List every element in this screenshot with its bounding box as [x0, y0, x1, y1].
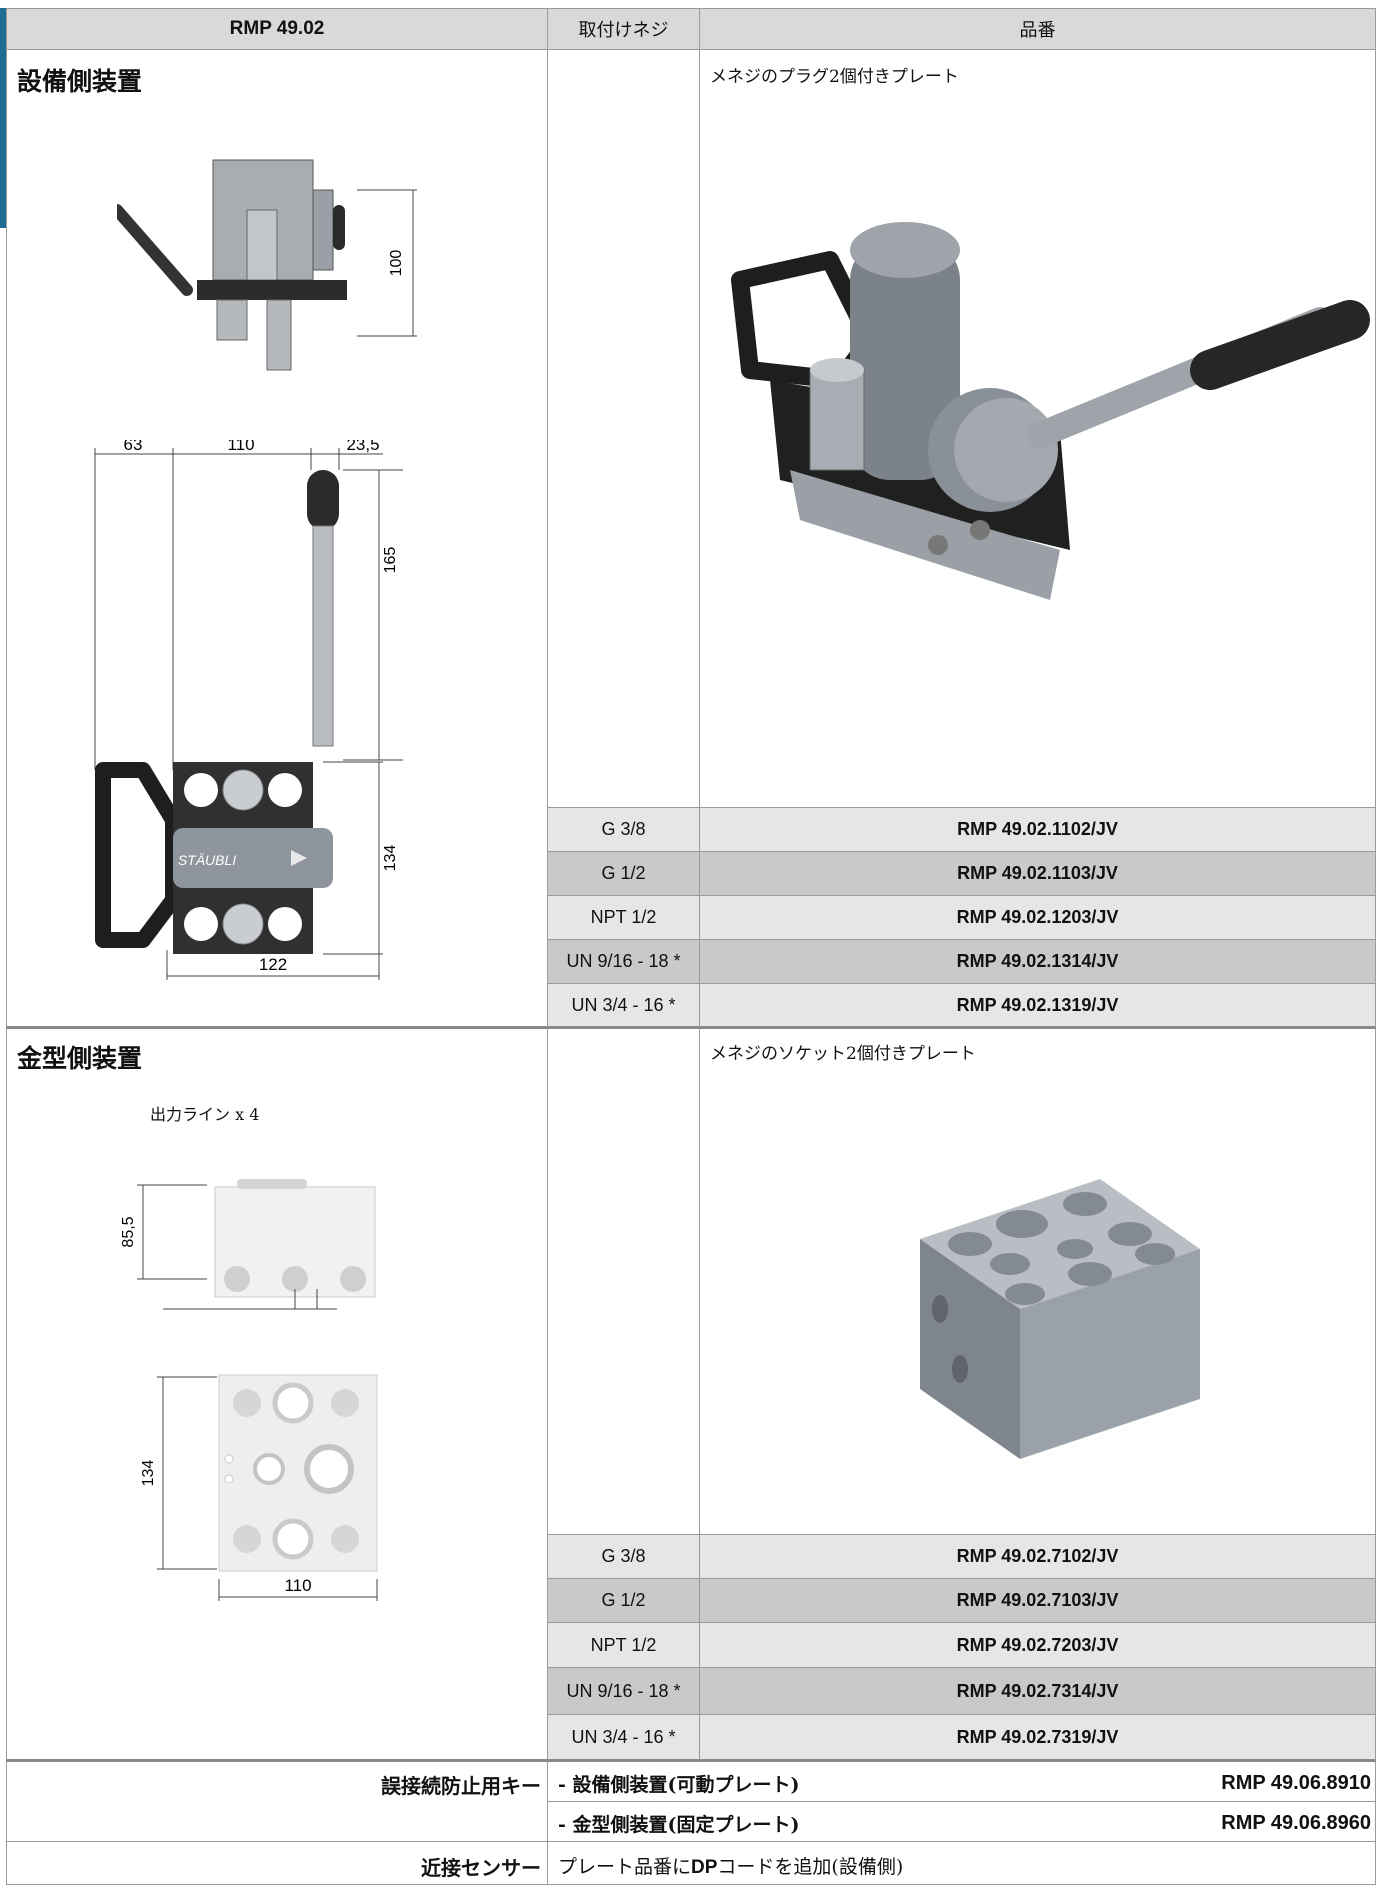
machine-part-row-3: RMP 49.02.1203/JV [700, 896, 1376, 940]
mold-side-product-photo [920, 1179, 1200, 1459]
part-number: RMP 49.02.1103/JV [957, 863, 1118, 883]
part-number: RMP 49.02.7102/JV [956, 1546, 1119, 1566]
mold-side-front-view-drawing: 134 110 [140, 1374, 378, 1601]
sensor-desc-cell: プレート品番にDPコードを追加(設備側) [548, 1842, 1376, 1885]
mold-part-row-5: RMP 49.02.7319/JV [700, 1715, 1376, 1762]
machine-side-title: 設備側装置 [17, 67, 143, 96]
machine-part-row-4: RMP 49.02.1314/JV [700, 940, 1376, 984]
key-label-cell: 誤接続防止用キー [6, 1762, 548, 1842]
header-thread: 取付けネジ [548, 8, 700, 50]
part-number: RMP 49.02.7314/JV [956, 1680, 1119, 1701]
machine-side-thread-blank [548, 50, 700, 808]
mold-thread-row-1: G 3/8 [548, 1535, 700, 1579]
dim-122-line: 122 [166, 950, 380, 980]
dim-110-label: 110 [227, 440, 254, 454]
sensor-desc-pre: プレート品番に [558, 1856, 692, 1878]
mold-side-drawing-cell: 金型側装置 85,5 出力ライン x 4 134 [6, 1029, 548, 1762]
dim-134-mold-label: 134 [140, 1460, 157, 1487]
machine-part-row-5: RMP 49.02.1319/JV [700, 984, 1376, 1029]
machine-side-side-view-drawing: 100 [117, 159, 417, 371]
header-model: RMP 49.02 [6, 8, 548, 50]
header-part-number: 品番 [700, 8, 1376, 50]
dim-63-label: 63 [124, 440, 143, 454]
key-label: 誤接続防止用キー [381, 1774, 541, 1798]
sensor-desc-post: コードを追加(設備側) [717, 1856, 904, 1878]
page-edge-accent [0, 8, 6, 228]
mold-thread-row-5: UN 3/4 - 16 * [548, 1715, 700, 1762]
machine-thread-row-4: UN 9/16 - 18 * [548, 940, 700, 984]
machine-part-row-2: RMP 49.02.1103/JV [700, 852, 1376, 896]
sensor-desc-code: DP [691, 1857, 718, 1878]
mold-side-title: 金型側装置 [17, 1044, 143, 1073]
brand-logo: STÄUBLI [178, 852, 236, 868]
mold-part-row-1: RMP 49.02.7102/JV [700, 1535, 1376, 1579]
machine-part-row-1: RMP 49.02.1102/JV [700, 808, 1376, 852]
machine-side-top-view-drawing: 63 110 23,5 165 STÄUBLI 134 [94, 440, 403, 955]
mold-thread-row-2: G 1/2 [548, 1579, 700, 1623]
machine-thread-row-3: NPT 1/2 [548, 896, 700, 940]
dim-85-5-label: 85,5 [120, 1216, 137, 1247]
key-part-1: RMP 49.06.8910 [1221, 1772, 1371, 1794]
key-part-2: RMP 49.06.8960 [1221, 1812, 1371, 1834]
mold-side-photo-cell: メネジのソケット2個付きプレート [700, 1029, 1376, 1535]
mold-side-caption: メネジのソケット2個付きプレート [710, 1044, 976, 1064]
machine-thread-row-2: G 1/2 [548, 852, 700, 896]
dim-122-label: 122 [259, 955, 287, 974]
machine-thread-row-1: G 3/8 [548, 808, 700, 852]
sensor-desc: プレート品番にDPコードを追加(設備側) [558, 1852, 903, 1879]
part-number: RMP 49.02.1314/JV [956, 951, 1119, 971]
key-desc-2: - 金型側装置(固定プレート) [558, 1814, 800, 1836]
sensor-label: 近接センサー [421, 1856, 541, 1880]
mold-thread-row-3: NPT 1/2 [548, 1623, 700, 1668]
part-number: RMP 49.02.7319/JV [956, 1726, 1119, 1747]
outlet-line-label: 出力ライン x 4 [150, 1105, 260, 1124]
dim-110-mold-label: 110 [284, 1576, 311, 1595]
mold-part-row-4: RMP 49.02.7314/JV [700, 1668, 1376, 1715]
key-row-1: - 設備側装置(可動プレート) RMP 49.06.8910 [548, 1762, 1376, 1802]
machine-side-product-photo [731, 222, 1370, 600]
mold-part-row-3: RMP 49.02.7203/JV [700, 1623, 1376, 1668]
part-number: RMP 49.02.1319/JV [956, 994, 1119, 1015]
key-desc-1: - 設備側装置(可動プレート) [558, 1774, 800, 1796]
machine-thread-row-5: UN 3/4 - 16 * [548, 984, 700, 1029]
mold-part-row-2: RMP 49.02.7103/JV [700, 1579, 1376, 1623]
mold-side-thread-blank [548, 1029, 700, 1535]
machine-side-photo-cell: メネジのプラグ2個付きプレート [700, 50, 1376, 808]
part-number: RMP 49.02.1102/JV [957, 819, 1118, 839]
dim-134-label: 134 [382, 845, 399, 872]
dim-165-label: 165 [382, 547, 399, 574]
dim-23-5-label: 23,5 [346, 440, 379, 454]
machine-side-caption: メネジのプラグ2個付きプレート [710, 67, 959, 87]
part-number: RMP 49.02.7103/JV [956, 1590, 1119, 1610]
dim-100-label: 100 [388, 250, 405, 277]
machine-side-drawing-cell: 設備側装置 100 63 110 23,5 [6, 50, 548, 1029]
mold-thread-row-4: UN 9/16 - 18 * [548, 1668, 700, 1715]
key-row-2: - 金型側装置(固定プレート) RMP 49.06.8960 [548, 1802, 1376, 1842]
part-number: RMP 49.02.1203/JV [956, 907, 1119, 927]
part-number: RMP 49.02.7203/JV [956, 1634, 1119, 1655]
sensor-label-cell: 近接センサー [6, 1842, 548, 1885]
mold-side-side-view-drawing: 85,5 [120, 1179, 376, 1310]
